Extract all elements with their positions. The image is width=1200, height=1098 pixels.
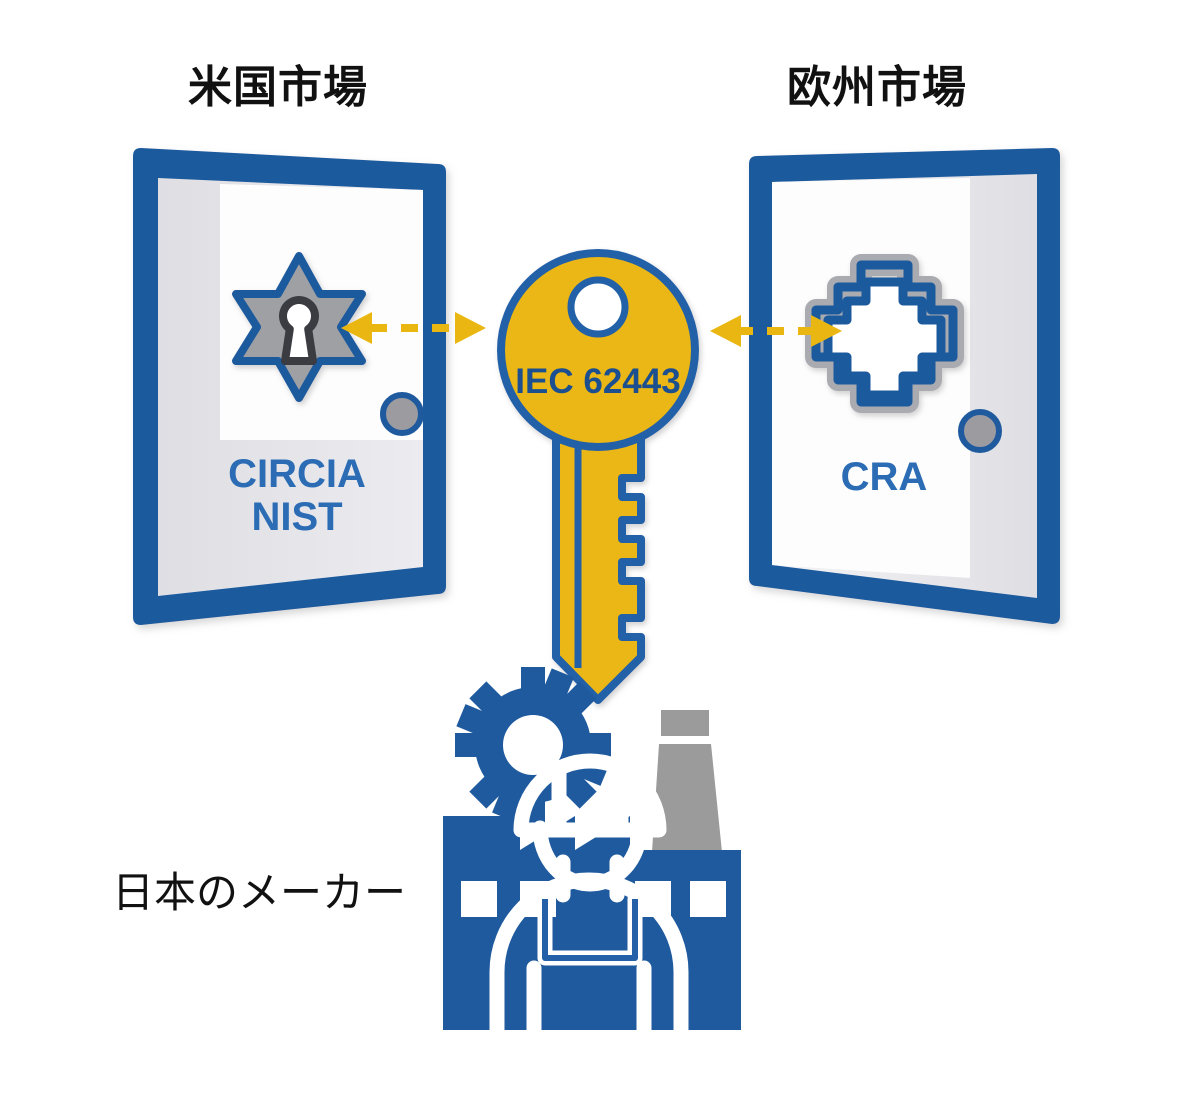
iec-62443-key-icon[interactable]: IEC 62443: [497, 249, 699, 704]
key-hole: [567, 276, 629, 338]
us-door-regulation-line-1: CIRCIA: [228, 452, 366, 496]
us-door-star-lock-icon: [232, 252, 366, 402]
smokestack-icon: [652, 710, 722, 852]
key-to-us-arrow: [341, 312, 486, 344]
eu-market-title: 欧州市場: [787, 63, 967, 112]
us-door-knob-icon[interactable]: [380, 392, 424, 436]
factory-window: [690, 881, 726, 917]
eu-market-door[interactable]: CRA: [749, 148, 1060, 624]
japanese-manufacturer-label: 日本のメーカー: [112, 869, 407, 916]
key-to-eu-arrow: [710, 315, 842, 347]
us-door-regulation-line-2: NIST: [251, 495, 342, 539]
eu-door-flower-lock-icon: [805, 254, 964, 413]
us-market-title: 米国市場: [188, 63, 368, 112]
worker-icon: [489, 753, 689, 1038]
eu-door-knob-icon[interactable]: [958, 409, 1002, 453]
us-market-door[interactable]: CIRCIA NIST: [133, 148, 446, 625]
key-label: IEC 62443: [515, 362, 680, 401]
japanese-manufacturer-icon-group[interactable]: [443, 667, 741, 1038]
worker-icon-inner: [542, 899, 638, 961]
eu-door-regulation-line-1: CRA: [841, 455, 928, 499]
factory-window: [461, 881, 497, 917]
